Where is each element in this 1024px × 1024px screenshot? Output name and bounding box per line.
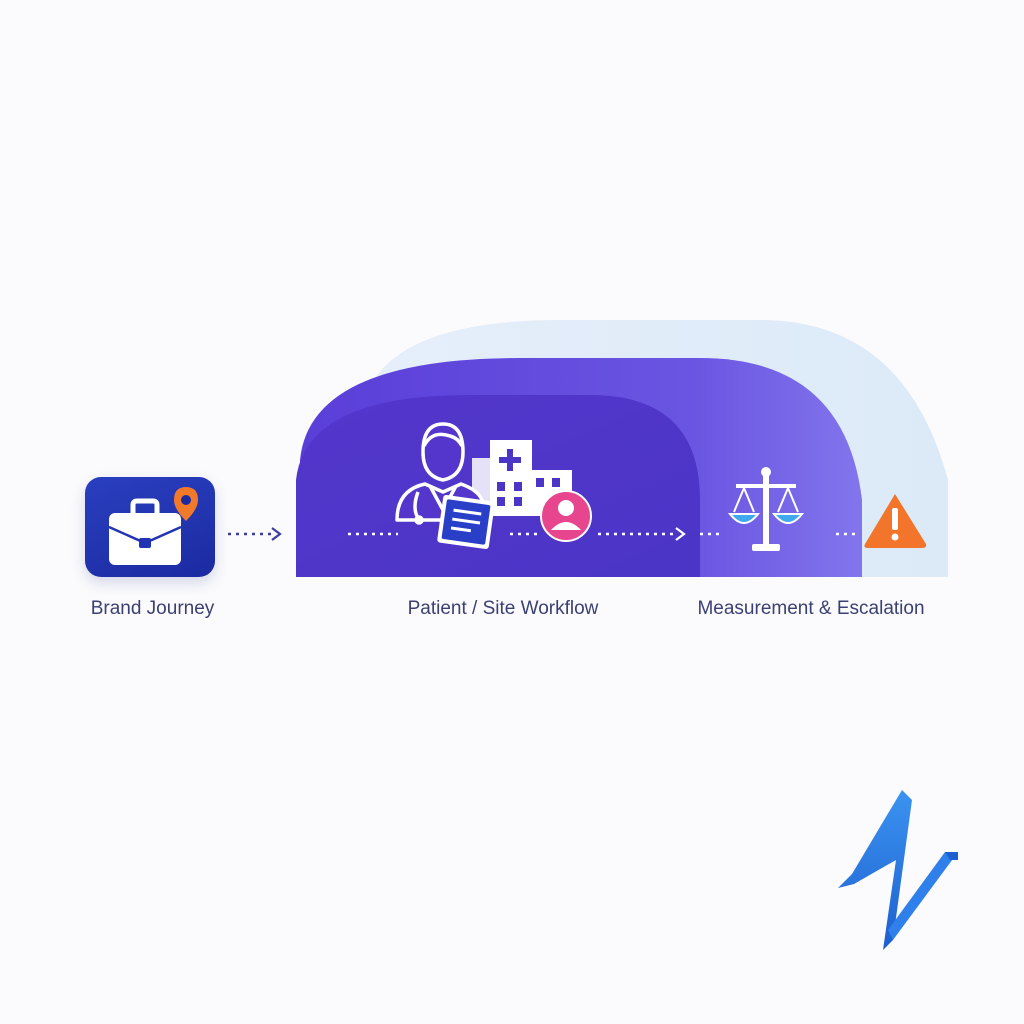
- clipboard-icon: [437, 495, 495, 549]
- doctor-icon: [395, 422, 484, 525]
- location-pin-icon: [174, 487, 198, 521]
- warning-icon: [864, 494, 927, 548]
- zigzag-logo-icon: [838, 790, 958, 950]
- briefcase-icon: [108, 498, 182, 565]
- stage-label-patient-site-workflow: Patient / Site Workflow: [407, 598, 599, 619]
- brand-journey-tile: [85, 477, 215, 577]
- connector-brand-to-workflow: [228, 527, 282, 541]
- stage-label-measurement-escalation: Measurement & Escalation: [697, 598, 925, 619]
- scales-icon: [727, 467, 805, 551]
- stage-label-brand-journey: Brand Journey: [90, 598, 215, 619]
- connector-workflow-to-measurement: [598, 527, 686, 541]
- patient-avatar-icon: [540, 490, 592, 542]
